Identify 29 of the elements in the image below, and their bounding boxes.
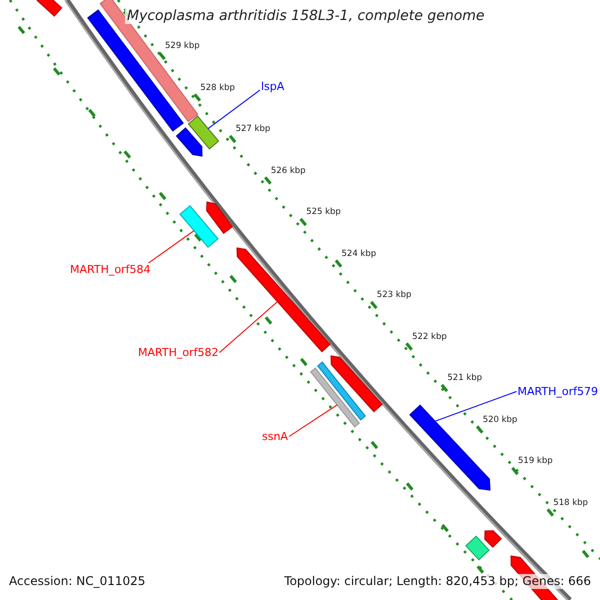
scale-label: 521 kbp — [447, 373, 482, 384]
leader-line — [148, 230, 194, 264]
scale-label: 529 kbp — [165, 41, 200, 52]
leader-line — [219, 301, 278, 353]
genome-info-text: Accession: NC_011025 — [9, 574, 146, 589]
gene-label: lspA — [261, 80, 284, 93]
gene-label: ssnA — [262, 430, 288, 443]
gene-label: MARTH_orf584 — [70, 263, 150, 276]
scale-label: 525 kbp — [306, 207, 341, 218]
scale-label: 523 kbp — [376, 290, 412, 301]
gene-feature-bar — [188, 115, 220, 150]
diagram-title: Mycoplasma arthritidis 158L3-1, complete genome — [125, 8, 487, 24]
scale-label: 518 kbp — [553, 498, 588, 508]
scale-label: 520 kbp — [482, 414, 518, 426]
gene-label: MARTH_orf582 — [138, 346, 218, 359]
leader-line — [288, 404, 338, 437]
scale-label: 528 kbp — [200, 82, 235, 94]
scale-label: 526 kbp — [270, 166, 306, 176]
scale-label: 527 kbp — [236, 124, 270, 135]
scale-label: 519 kbp — [518, 456, 553, 467]
leader-line — [434, 391, 517, 422]
scale-label: 522 kbp — [412, 332, 447, 342]
scale-label: 524 kbp — [342, 248, 376, 260]
gene-feature-bar — [236, 247, 331, 352]
leader-line — [208, 90, 260, 130]
gene-feature-bar — [179, 205, 219, 248]
gene-feature-bar — [310, 367, 360, 428]
genome-info-text: Topology: circular; Length: 820,453 bp; Genes: 666 — [284, 574, 591, 589]
gene-label: MARTH_orf579 — [518, 385, 598, 398]
